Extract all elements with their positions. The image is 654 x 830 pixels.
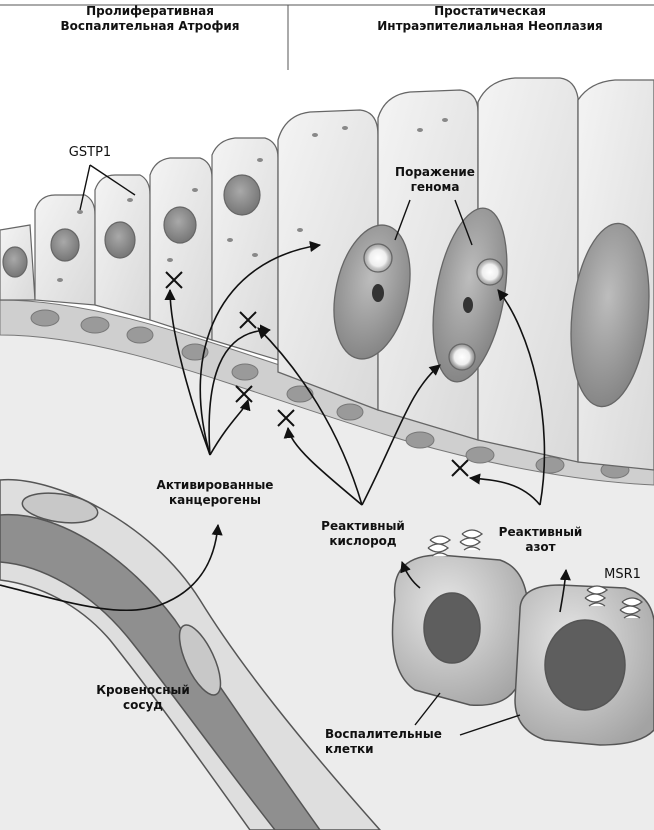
blood-vessel-label: Кровеносный сосуд	[88, 683, 198, 713]
activated-carcinogens-label: Активированные канцерогены	[140, 478, 290, 508]
genome-damage-label: Поражение генома	[385, 165, 485, 195]
msr1-label: MSR1	[595, 567, 650, 582]
inflammatory-cells-label: Воспалительные клетки	[325, 727, 455, 757]
gstp1-label: GSTP1	[55, 145, 125, 160]
reactive-oxygen-label: Реактивный кислород	[318, 519, 408, 549]
header-left-title: Пролиферативная Воспалительная Атрофия	[20, 4, 280, 34]
reactive-nitrogen-label: Реактивный азот	[488, 525, 593, 555]
header-right-title: Простатическая Интраэпителиальная Неопла…	[330, 4, 650, 34]
